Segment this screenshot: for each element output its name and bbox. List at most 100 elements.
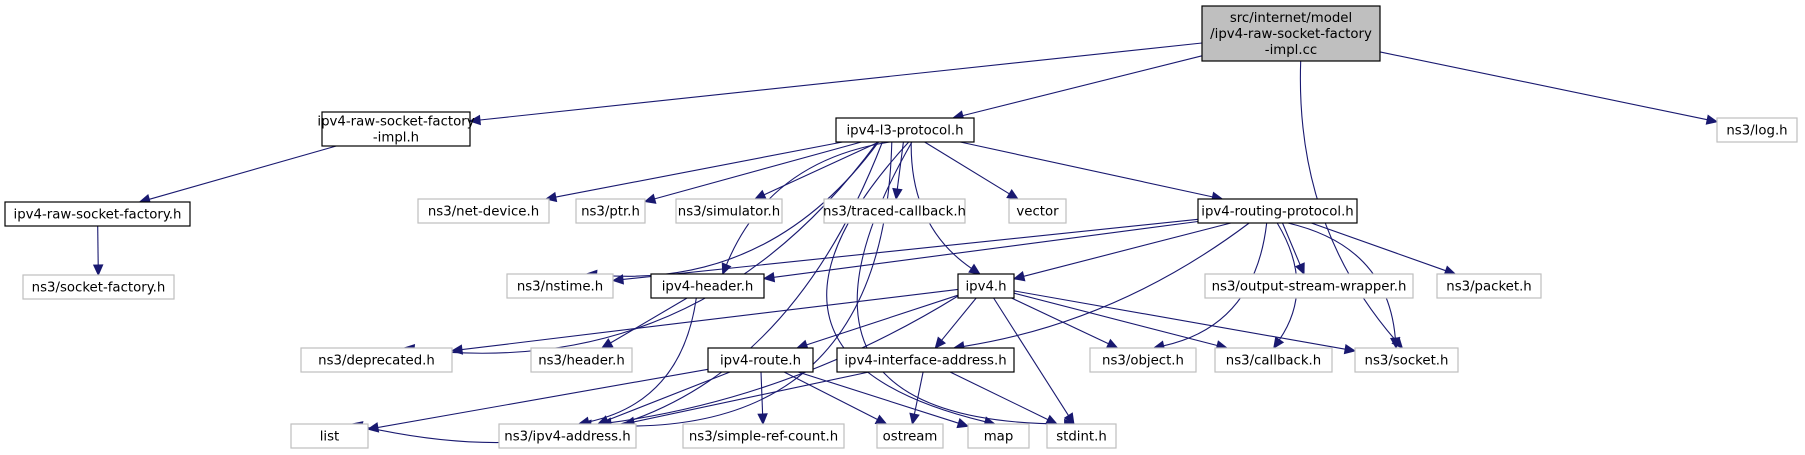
node-ptr: ns3/ptr.h xyxy=(575,198,646,224)
arrowhead-icon-ipv4-to-stdint xyxy=(1063,412,1075,426)
node-l3[interactable]: ipv4-l3-protocol.h xyxy=(835,117,975,143)
node-label-header: ipv4-header.h xyxy=(662,280,754,295)
node-box-ptr xyxy=(575,198,646,224)
edge-ipv4-to-ifaddr xyxy=(941,297,977,341)
edges-layer xyxy=(92,42,1719,444)
edge-routing-to-header xyxy=(773,220,1199,278)
node-label-rsf_h: ipv4-raw-socket-factory.h xyxy=(14,208,182,223)
edge-l3-to-vector xyxy=(924,141,1010,195)
node-box-rsfi_h[interactable] xyxy=(321,111,471,147)
node-box-object xyxy=(1089,347,1197,373)
node-deprecated: ns3/deprecated.h xyxy=(300,347,453,373)
node-box-callback xyxy=(1214,347,1333,373)
edge-route-to-ipv4addr xyxy=(607,371,731,421)
node-hdr3: ns3/header.h xyxy=(530,347,633,373)
node-label-root: src/internet/model xyxy=(1230,11,1352,26)
node-box-sockfact xyxy=(22,274,175,300)
node-label-vector: vector xyxy=(1016,205,1059,220)
arrowhead-icon-l3-to-sim xyxy=(753,189,767,200)
node-label-hdr3: ns3/header.h xyxy=(538,354,625,369)
node-box-header[interactable] xyxy=(650,273,765,299)
node-box-route[interactable] xyxy=(707,347,814,373)
node-label-l3: ipv4-l3-protocol.h xyxy=(846,124,963,139)
node-box-rsf_h[interactable] xyxy=(4,201,191,227)
arrowhead-icon-rsf_h-to-sockfact xyxy=(92,264,104,277)
node-box-ifaddr[interactable] xyxy=(836,347,1015,373)
edge-l3-to-deprecated xyxy=(413,141,878,354)
nodes-layer: src/internet/model/ipv4-raw-socket-facto… xyxy=(4,5,1798,449)
node-header[interactable]: ipv4-header.h xyxy=(650,273,765,299)
node-label-root: -impl.cc xyxy=(1265,43,1317,58)
node-map: map xyxy=(967,423,1030,449)
arrowhead-icon-l3-to-ptr xyxy=(643,193,657,204)
node-ipv4addr: ns3/ipv4-address.h xyxy=(498,423,637,449)
node-label-routing: ipv4-routing-protocol.h xyxy=(1201,205,1353,220)
node-packet: ns3/packet.h xyxy=(1436,273,1542,299)
node-box-map xyxy=(967,423,1030,449)
arrowhead-icon-root-to-rsfi_h xyxy=(468,114,481,126)
node-label-ipv4addr: ns3/ipv4-address.h xyxy=(504,430,630,445)
node-label-socket: ns3/socket.h xyxy=(1365,354,1449,369)
node-box-ipv4addr xyxy=(498,423,637,449)
node-box-netdev xyxy=(417,198,550,224)
edge-root-to-l3 xyxy=(962,55,1203,117)
node-sim: ns3/simulator.h xyxy=(675,198,783,224)
node-box-routing[interactable] xyxy=(1197,198,1358,224)
node-label-rsfi_h: ipv4-raw-socket-factory xyxy=(317,115,474,130)
edge-route-to-map xyxy=(797,371,959,424)
node-routing[interactable]: ipv4-routing-protocol.h xyxy=(1197,198,1358,224)
edge-l3-to-routing xyxy=(960,141,1213,198)
edge-routing-to-ipv4 xyxy=(1023,222,1232,277)
node-label-ostream: ostream xyxy=(883,430,938,445)
node-nstime: ns3/nstime.h xyxy=(506,273,614,299)
node-traced: ns3/traced-callback.h xyxy=(823,198,966,224)
edge-l3-to-map xyxy=(826,141,986,423)
node-rsfi_h[interactable]: ipv4-raw-socket-factory-impl.h xyxy=(317,111,475,147)
node-label-log: ns3/log.h xyxy=(1726,124,1787,139)
node-label-deprecated: ns3/deprecated.h xyxy=(318,354,435,369)
arrowhead-icon-l3-to-ipv4 xyxy=(968,263,981,275)
node-route[interactable]: ipv4-route.h xyxy=(707,347,814,373)
arrowhead-icon-l3-to-vector xyxy=(1006,188,1019,200)
node-label-ipv4: ipv4.h xyxy=(965,280,1006,295)
node-label-rsfi_h: -impl.h xyxy=(373,131,419,146)
node-label-ifaddr: ipv4-interface-address.h xyxy=(844,354,1006,369)
edge-ifaddr-to-ostream xyxy=(913,371,924,415)
node-log: ns3/log.h xyxy=(1716,117,1798,143)
node-label-simpleref: ns3/simple-ref-count.h xyxy=(689,430,838,445)
node-box-ipv4[interactable] xyxy=(957,273,1015,299)
node-label-route: ipv4-route.h xyxy=(720,354,801,369)
node-label-sim: ns3/simulator.h xyxy=(678,205,780,220)
node-box-simpleref xyxy=(682,423,845,449)
node-box-hdr3 xyxy=(530,347,633,373)
edge-ifaddr-to-ipv4addr xyxy=(633,371,870,423)
node-osw: ns3/output-stream-wrapper.h xyxy=(1204,273,1414,299)
node-ipv4[interactable]: ipv4.h xyxy=(957,273,1015,299)
edge-routing-to-object xyxy=(1163,222,1268,347)
node-label-traced: ns3/traced-callback.h xyxy=(823,205,966,220)
arrowhead-icon-ipv4-to-object xyxy=(1105,338,1119,349)
node-box-vector xyxy=(1008,198,1067,224)
node-label-root: /ipv4-raw-socket-factory xyxy=(1210,27,1372,42)
node-box-packet xyxy=(1436,273,1542,299)
arrowhead-icon-header-to-hdr3 xyxy=(600,338,614,349)
edge-l3-to-nstime xyxy=(596,141,879,277)
node-socket: ns3/socket.h xyxy=(1354,347,1459,373)
node-root[interactable]: src/internet/model/ipv4-raw-socket-facto… xyxy=(1201,5,1381,62)
node-box-root[interactable] xyxy=(1201,5,1381,62)
node-box-nstime xyxy=(506,273,614,299)
node-rsf_h[interactable]: ipv4-raw-socket-factory.h xyxy=(4,201,191,227)
node-box-l3[interactable] xyxy=(835,117,975,143)
edge-routing-to-packet xyxy=(1311,222,1446,272)
arrowhead-icon-l3-to-traced xyxy=(892,187,903,201)
edge-l3-to-sim xyxy=(763,141,880,196)
node-ifaddr[interactable]: ipv4-interface-address.h xyxy=(836,347,1015,373)
node-list: list xyxy=(290,423,369,449)
node-sockfact: ns3/socket-factory.h xyxy=(22,274,175,300)
node-label-netdev: ns3/net-device.h xyxy=(428,205,539,220)
edge-l3-to-ptr xyxy=(654,141,862,200)
arrowhead-icon-route-to-simpleref xyxy=(757,413,768,426)
node-label-sockfact: ns3/socket-factory.h xyxy=(32,281,166,296)
arrowhead-icon-ifaddr-to-ostream xyxy=(909,412,920,426)
